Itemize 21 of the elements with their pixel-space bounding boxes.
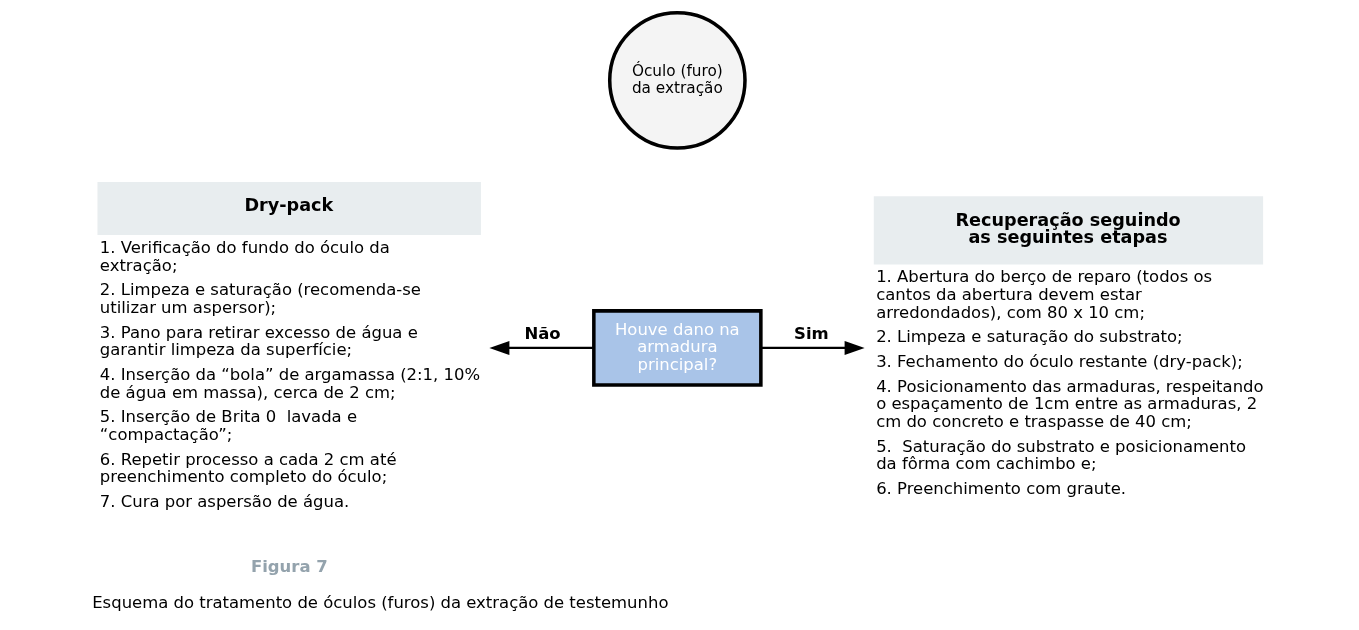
node-label: 5. Saturação do substrato e posicionamento da fôrma com cachimbo e; [875, 436, 1246, 474]
node-label: 1. Verificação do fundo do óculo da extração; [99, 237, 390, 275]
node-label: 4. Posicionamento das armaduras, respeitando o espaçamento de 1cm entre as armaduras, 2 cm do concreto e traspasse de 40 cm; [875, 376, 1264, 431]
arrow [488, 340, 593, 355]
node-circle: Óculo (furo) da extração [607, 10, 747, 150]
node-label: 6. Repetir processo a cada 2 cm até preenchimento completo do óculo; [99, 449, 397, 487]
node-label: 3. Fechamento do óculo restante (dry-pack); [875, 351, 1243, 371]
node-label: 5. Inserção de Brita 0 lavada e “compactação”; [99, 407, 357, 444]
node-label: 3. Pano para retirar excesso de água e garantir limpeza da superfície; [99, 322, 418, 360]
node-label: 1. Abertura do berço de reparo (todos os cantos da abertura devem estar arredondados), com 80 x 10 cm; [875, 267, 1212, 322]
arrow [760, 340, 865, 355]
node-label: 4. Inserção da “bola” de argamassa (2:1, 10% de água em massa), cerca de 2 cm; [99, 364, 480, 402]
label: Figura 7 [250, 557, 328, 577]
node-label: 7. Cura por aspersão de água. [99, 491, 349, 511]
node-label: 2. Limpeza e saturação do substrato; [875, 327, 1183, 347]
caption: Esquema do tratamento de óculos (furos) da extração de testemunho [91, 593, 668, 613]
edge-label: Não [523, 323, 561, 343]
node-label: 6. Preenchimento com graute. [875, 479, 1126, 499]
edge-label: Sim [793, 323, 829, 343]
node-label: 2. Limpeza e saturação (recomenda-se utilizar um aspersor); [99, 280, 421, 317]
node-box: Houve dano na armadura principal? [591, 309, 763, 387]
